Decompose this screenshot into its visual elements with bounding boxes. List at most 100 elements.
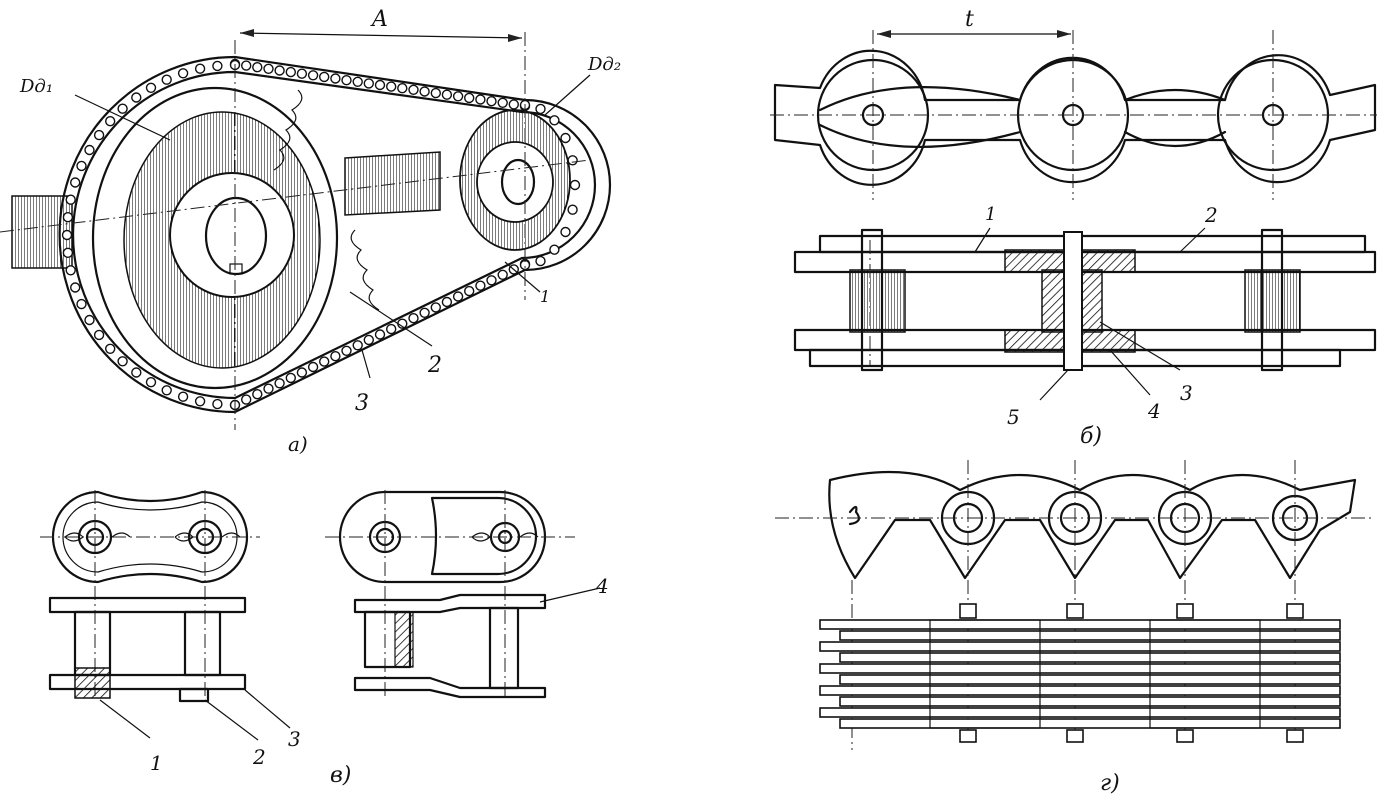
stack-plate xyxy=(819,619,1341,630)
chain-roller xyxy=(145,377,157,388)
section-pin xyxy=(1063,231,1083,371)
plate-group-outline xyxy=(929,619,1041,729)
leader-v-3 xyxy=(244,689,291,729)
chain-roller xyxy=(464,92,475,104)
chain-roller xyxy=(408,313,419,324)
chain-roller xyxy=(240,394,252,405)
label-b-3: 3 xyxy=(1180,381,1193,405)
chain-roller xyxy=(274,378,285,389)
leader-v-4 xyxy=(539,587,601,603)
chain-roller xyxy=(274,65,285,76)
inner-plate-curve-bottom xyxy=(818,123,1227,149)
chain-roller xyxy=(69,177,81,188)
chain-roller xyxy=(508,99,519,110)
caption-a: а) xyxy=(288,432,308,456)
leader-b-3 xyxy=(1099,321,1181,371)
stack-plate xyxy=(839,696,1341,707)
chain-roller xyxy=(104,115,116,127)
figure-g-toothed-chain: г) xyxy=(775,460,1375,796)
chain-roller xyxy=(363,78,374,89)
dimension-line-a xyxy=(239,32,523,39)
chain-roller xyxy=(452,291,464,302)
chain-roller xyxy=(307,361,319,373)
leader-d1 xyxy=(74,94,171,141)
chain-roller xyxy=(65,265,76,276)
chain-roller xyxy=(363,334,374,346)
leader-v-2 xyxy=(204,699,259,741)
chain-roller xyxy=(263,383,274,394)
chain-roller xyxy=(497,269,508,280)
chain-roller xyxy=(535,255,546,267)
label-a-2: 2 xyxy=(427,353,442,378)
cranked-cotter xyxy=(471,532,539,542)
chain-inner-outline xyxy=(71,70,597,400)
keyway xyxy=(229,263,243,275)
stack-plate xyxy=(819,641,1341,652)
label-v-2: 2 xyxy=(252,745,266,769)
stack-plate xyxy=(839,674,1341,685)
chain-roller xyxy=(497,97,508,109)
chain-roller xyxy=(307,70,319,81)
connecting-link-plate-inner xyxy=(62,501,238,573)
leader-v-1 xyxy=(99,699,151,739)
chain-roller xyxy=(486,275,497,286)
figure-b-roller-chain: t 1 2 3 4 5 б) xyxy=(770,7,1377,449)
chain-roller xyxy=(62,247,74,259)
link-plate-bottom xyxy=(48,673,247,691)
chain-roller xyxy=(319,71,330,83)
chain-roller xyxy=(341,345,352,356)
pin-head-bottom xyxy=(1176,729,1194,743)
figure-a-chain-drive: A Dд₁ Dд₂ 1 2 3 а) xyxy=(0,7,621,456)
link-section xyxy=(74,667,111,699)
chain-roller xyxy=(117,356,128,367)
leader-b-5 xyxy=(1039,369,1069,401)
cranked-roller-section xyxy=(394,611,414,668)
label-b-5: 5 xyxy=(1007,405,1020,429)
label-a-1: 1 xyxy=(540,287,550,306)
figure-v-connecting-links: 1 2 3 4 в) xyxy=(40,490,609,788)
chain-rollers xyxy=(61,58,581,411)
chain-roller xyxy=(93,129,105,141)
chain-roller xyxy=(252,61,263,73)
chain-roller xyxy=(117,103,128,114)
chain-roller xyxy=(352,76,363,88)
chain-roller xyxy=(567,204,578,215)
chain-roller xyxy=(194,63,206,74)
roller-left xyxy=(849,269,906,333)
leader-b-4 xyxy=(1109,349,1151,396)
connecting-link-plate xyxy=(51,490,249,584)
pin-right xyxy=(1260,228,1284,372)
pin-head-bottom xyxy=(1066,729,1084,743)
large-sprocket-hub xyxy=(169,172,295,298)
pin-left xyxy=(860,228,884,372)
stack-plate xyxy=(819,685,1341,696)
chain-roller xyxy=(341,74,352,86)
pin-head-top xyxy=(959,603,977,619)
label-v-1: 1 xyxy=(150,751,163,775)
chain-roller xyxy=(145,82,157,94)
cranked-pin-body xyxy=(488,606,520,690)
chain-roller xyxy=(430,87,441,99)
small-sprocket-hub xyxy=(476,141,554,223)
stack-plate xyxy=(839,718,1341,729)
chain-roller xyxy=(419,307,430,318)
chain-roller xyxy=(560,132,571,144)
link-nut xyxy=(178,687,210,703)
caption-v: в) xyxy=(330,763,351,788)
chain-roller xyxy=(374,329,386,340)
label-v-3: 3 xyxy=(288,727,301,751)
stack-plate xyxy=(839,630,1341,641)
toothed-chain-plate-stack xyxy=(819,603,1341,743)
chain-roller xyxy=(76,298,87,310)
tooth-end-slot xyxy=(848,505,860,526)
chain-roller xyxy=(296,367,308,378)
chain-roller xyxy=(319,356,330,367)
cranked-plate-bottom xyxy=(353,676,547,699)
chain-roller xyxy=(419,86,430,97)
leader-2 xyxy=(349,291,433,347)
chain-roller xyxy=(569,179,581,191)
label-d2: Dд₂ xyxy=(587,54,621,75)
inner-plate-curve-top xyxy=(818,86,1227,112)
caption-g: г) xyxy=(1100,771,1120,796)
